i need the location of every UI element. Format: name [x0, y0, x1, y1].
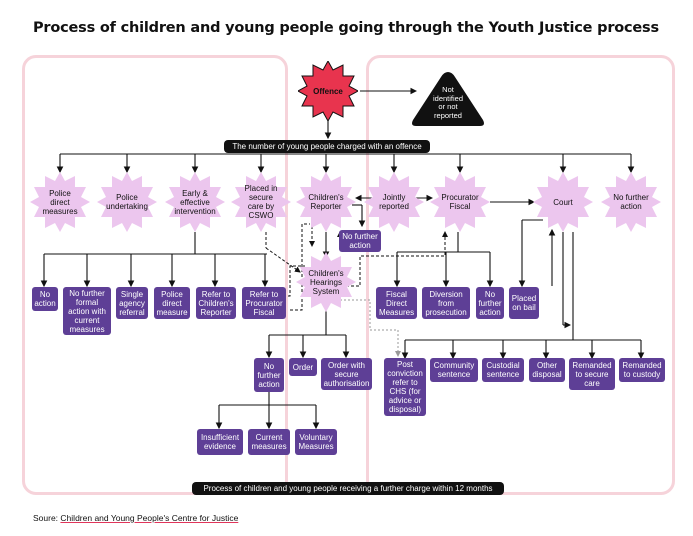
not-identified-triangle: Not identified or not reported	[410, 70, 486, 128]
source-link[interactable]: Children and Young People's Centre for J…	[60, 513, 239, 523]
box-chs-no-further-action: No further action	[254, 358, 284, 392]
diagram-title: Process of children and young people goi…	[33, 20, 659, 36]
source-line: Soure: Children and Young People's Centr…	[33, 513, 238, 523]
box-reporter-no-further-action: No further action	[339, 230, 381, 252]
box-custodial-sentence: Custodial sentence	[482, 358, 524, 382]
box-current-measures: Current measures	[248, 429, 290, 455]
box-single-agency: Single agency referral	[116, 287, 148, 319]
burst-early-effective-intervention: Early & effective intervention	[165, 172, 225, 232]
frame-left	[22, 55, 288, 495]
hearings-system-label: Children's Hearings System	[308, 268, 344, 296]
box-voluntary-measures: Voluntary Measures	[295, 429, 337, 455]
burst-court: Court	[533, 172, 593, 232]
procurator-fiscal-label: Procurator Fiscal	[441, 193, 479, 211]
offence-burst: Offence	[298, 61, 358, 121]
box-no-further-formal: No further formal action with current me…	[63, 287, 111, 335]
offence-label: Offence	[313, 86, 343, 96]
burst-childrens-hearings-system: Children's Hearings System	[296, 252, 356, 312]
box-diversion: Diversion from prosecution	[422, 287, 470, 319]
box-order: Order	[289, 358, 317, 376]
burst-police-direct-measures: Police direct measures	[30, 172, 90, 232]
jointly-reported-label: Jointly reported	[379, 193, 409, 211]
burst-no-further-action: No further action	[601, 172, 661, 232]
box-police-direct-measure: Police direct measure	[154, 287, 190, 319]
not-identified-label: Not identified or not reported	[432, 85, 464, 120]
childrens-reporter-label: Children's Reporter	[308, 193, 344, 211]
box-other-disposal: Other disposal	[529, 358, 565, 382]
box-order-secure: Order with secure authorisation	[321, 358, 372, 390]
no-further-action-label: No further action	[613, 193, 649, 211]
placed-secure-label: Placed in secure care by CSWO	[244, 184, 278, 220]
charged-band: The number of young people charged with …	[224, 140, 430, 153]
box-fiscal-direct-measures: Fiscal Direct Measures	[376, 287, 417, 319]
burst-police-undertaking: Police undertaking	[97, 172, 157, 232]
box-refer-procurator-fiscal: Refer to Procurator Fiscal	[242, 287, 286, 319]
box-community-sentence: Community sentence	[430, 358, 478, 382]
burst-childrens-reporter: Children's Reporter	[296, 172, 356, 232]
box-post-conviction: Post conviction refer to CHS (for advice…	[384, 358, 426, 416]
box-insufficient-evidence: Insufficient evidence	[197, 429, 243, 455]
box-remanded-custody: Remanded to custody	[619, 358, 665, 382]
box-placed-on-bail: Placed on bail	[509, 287, 539, 319]
burst-procurator-fiscal: Procurator Fiscal	[430, 172, 490, 232]
frame-right	[366, 55, 675, 495]
box-no-action: No action	[32, 287, 58, 311]
further-charge-band: Process of children and young people rec…	[192, 482, 504, 495]
early-effective-label: Early & effective intervention	[174, 188, 216, 216]
source-label: Soure:	[33, 513, 59, 523]
burst-placed-secure-care: Placed in secure care by CSWO	[231, 172, 291, 232]
box-remanded-secure: Remanded to secure care	[569, 358, 615, 390]
police-undertaking-label: Police undertaking	[106, 193, 148, 211]
court-label: Court	[553, 197, 573, 207]
box-pf-no-further-action: No further action	[476, 287, 504, 319]
box-refer-childrens-reporter: Refer to Children's Reporter	[196, 287, 236, 319]
police-direct-label: Police direct measures	[42, 188, 78, 216]
burst-jointly-reported: Jointly reported	[364, 172, 424, 232]
